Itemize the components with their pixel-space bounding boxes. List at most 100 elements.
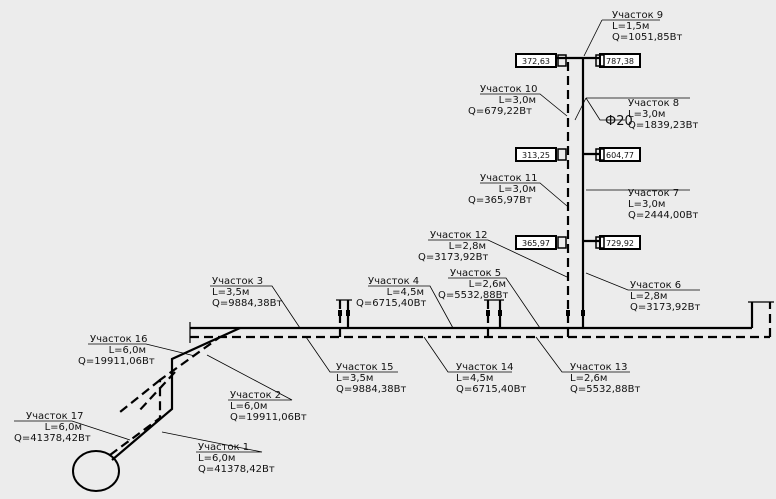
section-heat-load: Q=1051,85Вт (612, 32, 682, 43)
section-length: L=6,0м (198, 453, 235, 464)
pipe-diameter-label: Ф20 (605, 114, 633, 129)
radiator: 365,97 (515, 235, 567, 250)
section-name: Участок 16 (90, 334, 148, 345)
radiator-valve (595, 148, 605, 161)
radiator-power-label: 365,97 (522, 239, 550, 248)
radiator-valve (595, 236, 605, 249)
section-name: Участок 5 (450, 268, 501, 279)
section-label: Участок 10L=3,0мQ=679,22Вт (468, 84, 538, 117)
section-label: Участок 14L=4,5мQ=6715,40Вт (456, 362, 526, 395)
section-label: Участок 12L=2,8мQ=3173,92Вт (418, 230, 488, 263)
section-heat-load: Q=19911,06Вт (230, 412, 307, 423)
radiator-body (515, 53, 557, 68)
radiator-power-label: 313,25 (522, 151, 550, 160)
section-length: L=2,8м (630, 291, 667, 302)
return-pipes (109, 58, 772, 456)
section-label: Участок 3L=3,5мQ=9884,38Вт (212, 276, 282, 309)
leader-lines (14, 19, 700, 453)
radiator-body (599, 147, 641, 162)
radiators: 372,63 787,38 313,25 604,77 365,97 729,92 (515, 53, 641, 250)
radiator-valve (595, 54, 605, 67)
section-label: Участок 17L=6,0мQ=41378,42Вт (14, 411, 91, 444)
section-label: Участок 4L=4,5мQ=6715,40Вт (356, 276, 426, 309)
section-name: Участок 12 (430, 230, 488, 241)
section-name: Участок 2 (230, 390, 281, 401)
radiator: 787,38 (595, 53, 641, 68)
section-name: Участок 17 (26, 411, 84, 422)
section-label: Участок 9L=1,5мQ=1051,85Вт (612, 10, 682, 43)
section-label: Участок 16L=6,0мQ=19911,06Вт (78, 334, 155, 367)
section-name: Участок 3 (212, 276, 263, 287)
radiator: 372,63 (515, 53, 567, 68)
boiler (72, 450, 120, 492)
section-name: Участок 13 (570, 362, 628, 373)
section-label: Участок 8L=3,0мQ=1839,23Вт (628, 98, 698, 131)
radiator: 604,77 (595, 147, 641, 162)
radiator-power-label: 729,92 (606, 239, 634, 248)
section-length: L=2,6м (469, 279, 506, 290)
section-name: Участок 10 (480, 84, 538, 95)
section-heat-load: Q=6715,40Вт (456, 384, 526, 395)
section-label: Участок 5L=2,6мQ=5532,88Вт (438, 268, 508, 301)
section-heat-load: Q=3173,92Вт (418, 252, 488, 263)
section-length: L=4,5м (387, 287, 424, 298)
radiator-power-label: 372,63 (522, 57, 550, 66)
radiator-valve (557, 148, 567, 161)
section-length: L=6,0м (45, 422, 82, 433)
section-heat-load: Q=9884,38Вт (212, 298, 282, 309)
radiator: 729,92 (595, 235, 641, 250)
section-label: Участок 15L=3,5мQ=9884,38Вт (336, 362, 406, 395)
section-length: L=3,0м (499, 95, 536, 106)
section-length: L=6,0м (109, 345, 146, 356)
section-label: Участок 11L=3,0мQ=365,97Вт (468, 173, 538, 206)
section-heat-load: Q=9884,38Вт (336, 384, 406, 395)
radiator: 313,25 (515, 147, 567, 162)
radiator-power-label: 604,77 (606, 151, 634, 160)
section-heat-load: Q=679,22Вт (468, 106, 532, 117)
radiator-body (599, 53, 641, 68)
section-name: Участок 4 (368, 276, 419, 287)
section-name: Участок 6 (630, 280, 681, 291)
section-heat-load: Q=41378,42Вт (198, 464, 275, 475)
section-length: L=3,0м (499, 184, 536, 195)
section-heat-load: Q=365,97Вт (468, 195, 532, 206)
section-length: L=4,5м (456, 373, 493, 384)
radiator-body (599, 235, 641, 250)
section-heat-load: Q=1839,23Вт (628, 120, 698, 131)
section-label: Участок 1L=6,0мQ=41378,42Вт (198, 442, 275, 475)
section-label: Участок 2L=6,0мQ=19911,06Вт (230, 390, 307, 423)
section-length: L=1,5м (612, 21, 649, 32)
section-name: Участок 1 (198, 442, 249, 453)
section-length: L=2,8м (449, 241, 486, 252)
section-heat-load: Q=3173,92Вт (630, 302, 700, 313)
radiator-valve (557, 236, 567, 249)
section-heat-load: Q=41378,42Вт (14, 433, 91, 444)
section-name: Участок 8 (628, 98, 679, 109)
section-heat-load: Q=6715,40Вт (356, 298, 426, 309)
section-length: L=6,0м (230, 401, 267, 412)
radiator-valve (557, 54, 567, 67)
section-length: L=3,5м (336, 373, 373, 384)
riser-caps (189, 299, 774, 343)
supply-pipes (111, 56, 754, 461)
section-name: Участок 9 (612, 10, 663, 21)
radiator-power-label: 787,38 (606, 57, 634, 66)
radiator-body (515, 235, 557, 250)
section-name: Участок 15 (336, 362, 394, 373)
section-length: L=3,5м (212, 287, 249, 298)
section-length: L=3,0м (628, 109, 665, 120)
section-heat-load: Q=5532,88Вт (438, 290, 508, 301)
section-length: L=3,0м (628, 199, 665, 210)
section-label: Участок 7L=3,0мQ=2444,00Вт (628, 188, 698, 221)
section-name: Участок 7 (628, 188, 679, 199)
section-name: Участок 14 (456, 362, 514, 373)
section-label: Участок 13L=2,6мQ=5532,88Вт (570, 362, 640, 395)
section-length: L=2,6м (570, 373, 607, 384)
valves (338, 310, 585, 316)
section-heat-load: Q=2444,00Вт (628, 210, 698, 221)
section-label: Участок 6L=2,8мQ=3173,92Вт (630, 280, 700, 313)
radiator-body (515, 147, 557, 162)
section-heat-load: Q=19911,06Вт (78, 356, 155, 367)
